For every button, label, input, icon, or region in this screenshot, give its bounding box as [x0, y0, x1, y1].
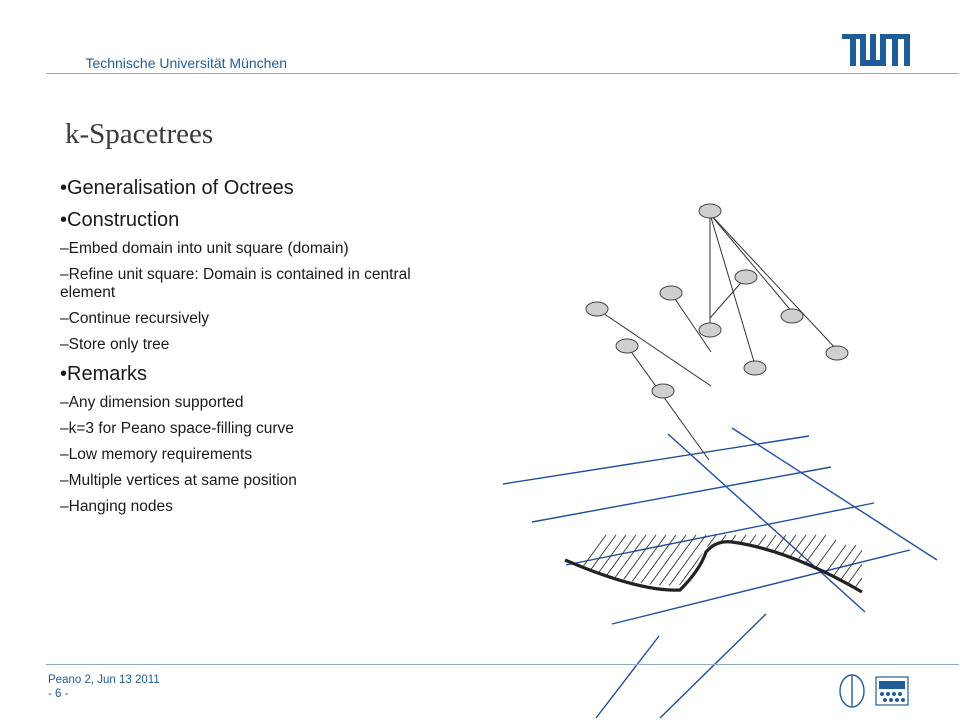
tree-node — [734, 269, 758, 285]
page-number: - 6 - — [48, 688, 69, 700]
bullet-item: •Construction — [60, 209, 180, 231]
bullet-list: •Generalisation of Octrees •Construction… — [60, 176, 430, 524]
grid-lines — [502, 427, 938, 719]
tree-node — [698, 322, 722, 338]
tree-node — [585, 301, 609, 317]
lecture-hall-icon[interactable] — [874, 673, 910, 709]
sub-bullet-item: –k=3 for Peano space-filling curve — [60, 420, 294, 437]
header-divider — [46, 73, 959, 74]
sub-bullet-item: –Any dimension supported — [60, 394, 244, 411]
sub-bullet-item: –Multiple vertices at same position — [60, 472, 297, 489]
sub-bullet-item: –Low memory requirements — [60, 446, 253, 463]
tree-node — [615, 338, 639, 354]
tree-node — [659, 285, 683, 301]
sub-bullet-item: –Hanging nodes — [60, 498, 173, 515]
navigation-icon[interactable] — [838, 673, 866, 709]
bullet-item: •Generalisation of Octrees — [60, 177, 294, 199]
sub-bullet-item: –Continue recursively — [60, 310, 210, 327]
tum-logo-icon — [842, 34, 910, 66]
tree-node — [651, 383, 675, 399]
sub-bullet-item: –Refine unit square: Domain is contained… — [60, 266, 411, 301]
header-institution: Technische Universität München — [85, 55, 287, 71]
footer-divider — [46, 664, 959, 665]
tree-root-node — [698, 203, 722, 219]
tree-node — [780, 308, 804, 324]
footer: Peano 2, Jun 13 2011 - 6 - — [48, 673, 160, 701]
footer-date: Peano 2, Jun 13 2011 — [48, 674, 160, 686]
tree-edges — [596, 213, 838, 461]
tree-node — [825, 345, 849, 361]
slide-title: k-Spacetrees — [65, 118, 214, 150]
sub-bullet-item: –Embed domain into unit square (domain) — [60, 240, 349, 257]
domain-boundary — [564, 540, 863, 594]
sub-bullet-item: –Store only tree — [60, 336, 170, 353]
tree-node — [743, 360, 767, 376]
tree-nodes — [585, 203, 849, 399]
bullet-item: •Remarks — [60, 363, 148, 385]
